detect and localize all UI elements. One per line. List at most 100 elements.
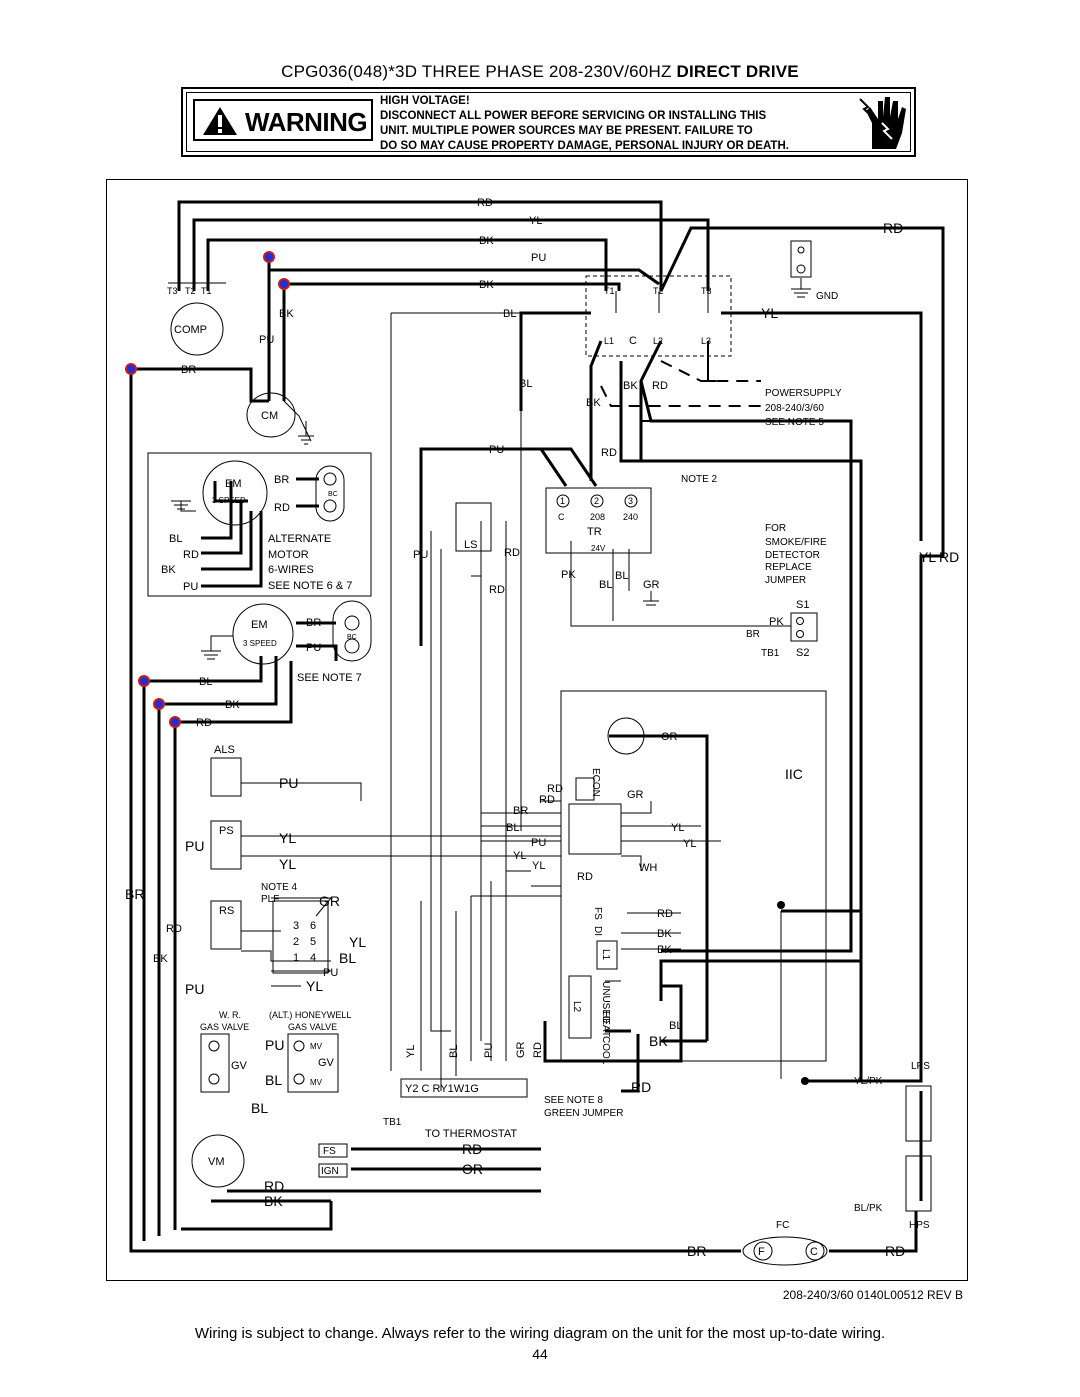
ign-box-label: IGN bbox=[321, 1166, 339, 1177]
smoke-l4: REPLACE bbox=[765, 562, 812, 573]
warning-text: HIGH VOLTAGE! DISCONNECT ALL POWER BEFOR… bbox=[380, 95, 789, 152]
plf-p6: 6 bbox=[310, 920, 316, 932]
wire-label-bk-fs2: BK bbox=[657, 944, 672, 956]
wire-label-rd-ls2: RD bbox=[489, 584, 505, 596]
smoke-tb1: TB1 bbox=[761, 648, 780, 659]
smoke-s1: S1 bbox=[796, 599, 809, 611]
wire-label-or-ign: OR bbox=[462, 1161, 483, 1177]
wire-label-gr-iic: GR bbox=[627, 789, 644, 801]
wire-label-gr-tb1: GR bbox=[515, 1041, 527, 1058]
wire-label-bk-em: BK bbox=[161, 564, 176, 576]
wire-label-bk-top: BK bbox=[479, 235, 494, 247]
wire-label-rd-iic2: RD bbox=[539, 794, 555, 806]
heatcool-fs: FS bbox=[592, 907, 603, 920]
wire-label-bk-5: BK bbox=[225, 699, 240, 711]
heatcool-jumper: GREEN JUMPER bbox=[544, 1108, 623, 1119]
heatcool-heat: HEAT bbox=[600, 1011, 611, 1037]
wire-label-pk-tr: PK bbox=[561, 569, 576, 581]
tr-label: TR bbox=[587, 526, 602, 538]
power-supply-line1: POWERSUPPLY bbox=[765, 388, 842, 399]
wire-label-bl-tr: BL bbox=[615, 570, 628, 582]
wire-label-pu-als: PU bbox=[279, 775, 298, 791]
em-main-speed: 3 SPEED bbox=[243, 639, 277, 648]
wire-label-bk-comp: BK bbox=[279, 308, 294, 320]
tb1-terms: Y2 C RY1W1G bbox=[405, 1083, 479, 1095]
wire-label-pu-2: PU bbox=[489, 444, 504, 456]
wire-label-bk-fs: BK bbox=[657, 928, 672, 940]
rs-label: RS bbox=[219, 905, 234, 917]
wire-label-yl-plf: YL bbox=[349, 934, 366, 950]
smoke-l1: FOR bbox=[765, 523, 786, 534]
tr-208: 208 bbox=[590, 512, 605, 522]
wire-label-pu-ps: PU bbox=[185, 838, 204, 854]
em-alt-text2: MOTOR bbox=[268, 549, 309, 561]
plf-label: PLF bbox=[261, 894, 279, 905]
wire-label-rd-4: RD bbox=[196, 717, 212, 729]
wire-label-bk-4: BK bbox=[586, 397, 601, 409]
contactor-t3: T3 bbox=[701, 286, 712, 296]
wire-label-br-fc: BR bbox=[687, 1243, 706, 1259]
wire-label-br-iic: BR bbox=[513, 805, 528, 817]
page-number: 44 bbox=[532, 1346, 548, 1362]
heatcool-note8: SEE NOTE 8 bbox=[544, 1095, 603, 1106]
wiring-diagram: RD YL BK PU BK RD T3 T2 T1 COMP BK PU T1… bbox=[106, 179, 968, 1281]
wire-label-yl-pk: YL/PK bbox=[854, 1076, 883, 1087]
contactor-c: C bbox=[629, 335, 637, 347]
em-alt-text1: ALTERNATE bbox=[268, 533, 331, 545]
wire-label-rd-iic3: RD bbox=[577, 871, 593, 883]
plf-p3: 3 bbox=[293, 920, 299, 932]
wire-label-yl-contactor: YL bbox=[761, 305, 778, 321]
tr-c: C bbox=[558, 512, 565, 522]
wire-label-bl-pk: BL/PK bbox=[854, 1203, 883, 1214]
wire-label-rd-tb1: RD bbox=[631, 1079, 651, 1095]
wire-label-bl-plf: BL bbox=[339, 950, 356, 966]
wire-label-yl-iic3: YL bbox=[513, 850, 526, 862]
wire-label-bl-3: BL bbox=[199, 676, 212, 688]
warning-banner: WARNING HIGH VOLTAGE! DISCONNECT ALL POW… bbox=[181, 87, 916, 157]
wire-label-rd-3: RD bbox=[601, 447, 617, 459]
wire-label-yl-top: YL bbox=[529, 215, 542, 227]
wire-label-bl-gv: BL bbox=[265, 1072, 282, 1088]
electric-shock-hand-icon bbox=[859, 97, 906, 149]
wire-label-rd-fc: RD bbox=[885, 1243, 905, 1259]
contactor-l1: L1 bbox=[604, 336, 614, 346]
tr-term-1: 1 bbox=[560, 496, 565, 506]
wire-label-yl-plf2: YL bbox=[306, 978, 323, 994]
gv-label-left: GV bbox=[231, 1060, 248, 1072]
comp-t2: T2 bbox=[185, 286, 196, 296]
wire-label-pu-em: PU bbox=[183, 581, 198, 593]
wire-label-pu-plf: PU bbox=[323, 967, 338, 979]
page-title: CPG036(048)*3D THREE PHASE 208-230V/60HZ… bbox=[281, 62, 799, 81]
wire-label-wh-iic: WH bbox=[639, 862, 657, 874]
wire-label-bl-em: BL bbox=[169, 533, 182, 545]
wire-label-bl-2: BL bbox=[519, 378, 532, 390]
wire-label-yl-ps2: YL bbox=[279, 856, 296, 872]
wire-label-bl-tb1: BL bbox=[448, 1045, 460, 1058]
smoke-l2: SMOKE/FIRE bbox=[765, 537, 827, 548]
heatcool-l1: L1 bbox=[600, 949, 611, 961]
tr-term-2: 2 bbox=[594, 496, 599, 506]
tr-24v: 24V bbox=[591, 544, 606, 553]
wire-label-br-em: BR bbox=[274, 474, 289, 486]
wire-label-rd-tb1v: RD bbox=[532, 1042, 544, 1058]
wire-label-yl-ps: YL bbox=[279, 830, 296, 846]
gas-valve-wr-label: GAS VALVE bbox=[200, 1022, 249, 1032]
wire-label-pu-iic: PU bbox=[531, 837, 546, 849]
wire-label-bk-heat: BK bbox=[649, 1033, 668, 1049]
wire-label-rd-fs: RD bbox=[657, 908, 673, 920]
diagram-reference: 208-240/3/60 0140L00512 REV B bbox=[782, 1288, 963, 1302]
wire-label-bl-iic: BL bbox=[506, 822, 519, 834]
plf-p5: 5 bbox=[310, 936, 316, 948]
em-alt-speed: 3 SPEED bbox=[212, 496, 246, 505]
em-alt-text3: 6-WIRES bbox=[268, 564, 314, 576]
als-label: ALS bbox=[214, 744, 235, 756]
wire-label-bl-contactor: BL bbox=[503, 308, 516, 320]
wire-label-pu-comp: PU bbox=[259, 334, 274, 346]
plf-p1: 1 bbox=[293, 952, 299, 964]
wire-label-bk-vm: BK bbox=[264, 1193, 283, 1209]
lps-label: LPS bbox=[911, 1061, 930, 1072]
smoke-l5: JUMPER bbox=[765, 575, 806, 586]
wire-label-br-em2: BR bbox=[306, 617, 321, 629]
wire-label-gr-plf: GR bbox=[319, 893, 340, 909]
em-main-note: SEE NOTE 7 bbox=[297, 672, 362, 684]
